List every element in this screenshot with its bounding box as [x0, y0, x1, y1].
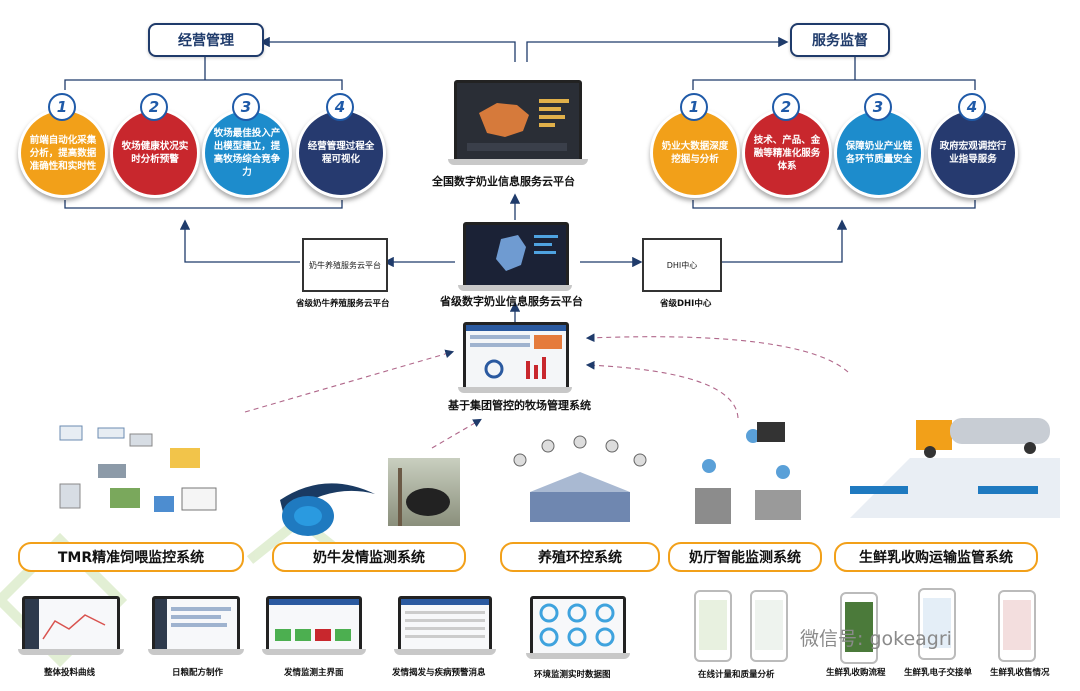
china-map-graphic [467, 99, 569, 151]
caption-estrus-main: 发情监测主界面 [284, 668, 344, 678]
national-platform-caption: 全国数字奶业信息服务云平台 [432, 175, 575, 188]
operations-management-box: 经营管理 [148, 23, 264, 57]
ranch-system-laptop [458, 322, 572, 394]
system-label-raw-milk: 生鲜乳收购运输监管系统 [834, 542, 1038, 572]
caption-online-metering: 在线计量和质量分析 [698, 670, 775, 680]
left-item-4: 经营管理过程全程可视化 [296, 108, 386, 198]
left-item-1-number: 1 [48, 93, 76, 121]
system-label-parlor: 奶厅智能监测系统 [668, 542, 822, 572]
right-monitor: DHI中心 [642, 238, 722, 292]
phone-5 [998, 590, 1036, 662]
left-monitor: 奶牛养殖服务云平台 [302, 238, 388, 292]
ranch-system-caption: 基于集团管控的牧场管理系统 [448, 399, 591, 412]
left-monitor-screen-text: 奶牛养殖服务云平台 [309, 260, 381, 270]
left-item-2: 牧场健康状况实时分析预警 [110, 108, 200, 198]
provincial-platform-caption: 省级数字奶业信息服务云平台 [440, 295, 583, 308]
right-item-4: 政府宏观调控行业指导服务 [928, 108, 1018, 198]
barn-illustration [513, 435, 647, 522]
right-item-2-number: 2 [772, 93, 800, 121]
right-item-2: 技术、产品、金融等精准化服务体系 [742, 108, 832, 198]
ranch-dashboard-graphic [466, 325, 566, 379]
right-monitor-caption: 省级DHI中心 [660, 299, 712, 309]
left-monitor-caption: 省级奶牛养殖服务云平台 [296, 299, 390, 309]
system-label-environment: 养殖环控系统 [500, 542, 660, 572]
phone-1 [694, 590, 732, 662]
tmr-illustration [59, 425, 217, 512]
left-item-3: 牧场最佳投入产出模型建立，提高牧场综合竞争力 [202, 108, 292, 198]
phone-2 [750, 590, 788, 662]
phone-3 [840, 592, 878, 664]
system-label-estrus: 奶牛发情监测系统 [272, 542, 466, 572]
caption-raw-milk-sales: 生鲜乳收售情况 [990, 668, 1050, 678]
service-supervision-box: 服务监督 [790, 23, 890, 57]
caption-estrus-alerts: 发情揭发与疾病预警消息 [392, 668, 486, 678]
caption-ration-formula: 日粮配方制作 [172, 668, 224, 678]
provincial-platform-laptop [458, 222, 572, 292]
province-map-graphic [496, 235, 558, 271]
caption-environment-data: 环境监测实时数据图 [534, 670, 611, 680]
bottom-laptop-4 [394, 596, 496, 656]
right-item-1: 奶业大数据深度挖掘与分析 [650, 108, 740, 198]
phone-4 [918, 588, 956, 660]
cow-collar-illustration [280, 483, 375, 536]
left-item-1: 前端自动化采集分析，提高数据准确性和实时性 [18, 108, 108, 198]
bottom-laptop-5 [526, 596, 630, 660]
national-platform-laptop [448, 80, 588, 168]
bottom-laptop-1 [18, 596, 124, 656]
milk-truck-illustration [850, 418, 1060, 518]
right-item-3-number: 3 [864, 93, 892, 121]
left-item-4-number: 4 [326, 93, 354, 121]
watermark: 微信号: gokeagri [800, 628, 952, 650]
right-item-4-number: 4 [958, 93, 986, 121]
caption-overall-feeding-curve: 整体投料曲线 [44, 668, 96, 678]
milking-parlor-illustration [695, 422, 801, 524]
right-item-1-number: 1 [680, 93, 708, 121]
caption-raw-milk-handover: 生鲜乳电子交接单 [904, 668, 973, 678]
bottom-laptop-2 [148, 596, 244, 656]
right-item-3: 保障奶业产业链各环节质量安全 [834, 108, 924, 198]
bottom-laptop-3 [262, 596, 366, 656]
left-item-3-number: 3 [232, 93, 260, 121]
cow-photo [388, 458, 460, 526]
left-item-2-number: 2 [140, 93, 168, 121]
caption-raw-milk-process: 生鲜乳收购流程 [826, 668, 886, 678]
system-label-tmr: TMR精准饲喂监控系统 [18, 542, 244, 572]
right-monitor-screen-text: DHI中心 [666, 260, 698, 270]
